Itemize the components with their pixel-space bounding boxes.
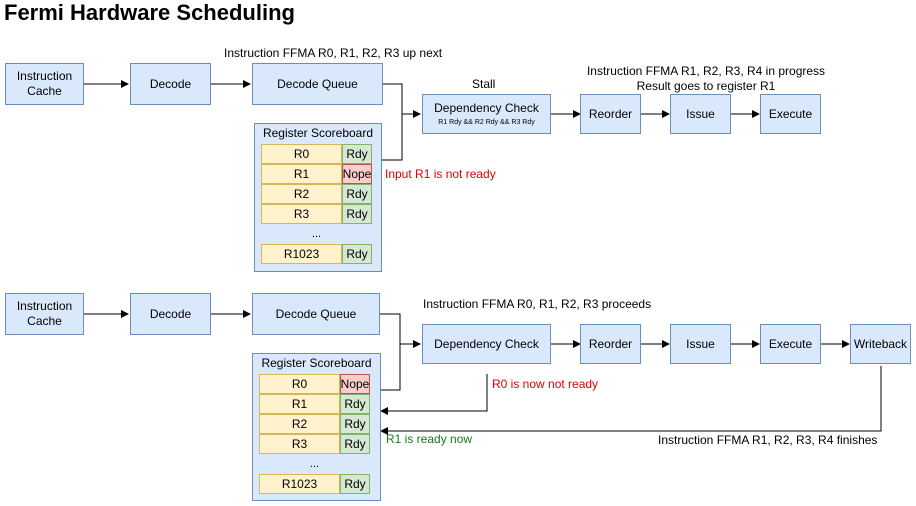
register-cell: R3 bbox=[259, 434, 340, 454]
arrow-queue-to-dependency-top bbox=[383, 83, 421, 118]
decode-label: Decode bbox=[149, 306, 192, 321]
register-status-ready: Rdy bbox=[342, 244, 372, 264]
line-scoreboard-to-dependency-bottom bbox=[381, 344, 401, 391]
execute-box-bottom: Execute bbox=[760, 324, 821, 364]
execute-label: Execute bbox=[768, 336, 813, 351]
issue-label: Issue bbox=[686, 336, 715, 351]
register-status-ready: Rdy bbox=[342, 144, 372, 164]
instruction-cache-box-bottom: Instruction Cache bbox=[5, 293, 84, 335]
register-cell: R0 bbox=[259, 374, 340, 394]
dependency-condition-label: R1 Rdy && R2 Rdy && R3 Rdy bbox=[438, 118, 535, 126]
register-scoreboard-top: Register Scoreboard R0 Rdy R1 Nope R2 Rd… bbox=[254, 123, 382, 272]
register-cell: R1 bbox=[259, 394, 340, 414]
register-status-ready: Rdy bbox=[342, 204, 372, 224]
dependency-check-box-bottom: Dependency Check bbox=[422, 324, 551, 364]
reorder-box-top: Reorder bbox=[580, 94, 641, 134]
decode-box-bottom: Decode bbox=[130, 293, 211, 335]
dependency-check-label: Dependency Check bbox=[434, 336, 539, 351]
writeback-label: Writeback bbox=[853, 336, 908, 351]
register-status-ready: Rdy bbox=[340, 394, 370, 414]
reorder-box-bottom: Reorder bbox=[580, 324, 641, 364]
register-status-ready: Rdy bbox=[342, 184, 372, 204]
decode-queue-label: Decode Queue bbox=[275, 306, 357, 321]
execute-label: Execute bbox=[768, 106, 813, 121]
issue-box-bottom: Issue bbox=[670, 324, 731, 364]
label-proceeds: Instruction FFMA R0, R1, R2, R3 proceeds bbox=[423, 297, 652, 311]
dependency-check-box-top: Dependency Check R1 Rdy && R2 Rdy && R3 … bbox=[422, 94, 551, 134]
arrow-queue-to-dependency-bottom bbox=[380, 313, 421, 348]
label-r0-not-ready: R0 is now not ready bbox=[492, 377, 599, 391]
label-up-next: Instruction FFMA R0, R1, R2, R3 up next bbox=[224, 46, 443, 60]
instruction-cache-label: Instruction Cache bbox=[16, 69, 73, 98]
register-cell: R1 bbox=[261, 164, 342, 184]
label-finishes: Instruction FFMA R1, R2, R3, R4 finishes bbox=[658, 433, 878, 447]
scoreboard-title: Register Scoreboard bbox=[261, 356, 372, 370]
label-stall: Stall bbox=[472, 77, 496, 91]
register-cell: R1023 bbox=[261, 244, 342, 264]
arrow-dependency-to-scoreboard-r0 bbox=[380, 374, 488, 415]
register-status-ready: Rdy bbox=[340, 414, 370, 434]
decode-queue-box-top: Decode Queue bbox=[252, 63, 383, 105]
register-status-nope: Nope bbox=[340, 374, 370, 394]
register-cell: R3 bbox=[261, 204, 342, 224]
register-status-ready: Rdy bbox=[340, 474, 370, 494]
label-input-not-ready: Input R1 is not ready bbox=[385, 167, 496, 181]
issue-label: Issue bbox=[686, 106, 715, 121]
arrow-writeback-to-scoreboard-r1 bbox=[380, 366, 882, 435]
reorder-label: Reorder bbox=[588, 336, 633, 351]
diagram-title: Fermi Hardware Scheduling bbox=[4, 0, 295, 25]
scoreboard-ellipsis: ... bbox=[311, 228, 322, 240]
reorder-label: Reorder bbox=[588, 106, 633, 121]
instruction-cache-box-top: Instruction Cache bbox=[5, 63, 84, 105]
scoreboard-ellipsis: ... bbox=[309, 458, 320, 470]
scoreboard-title: Register Scoreboard bbox=[262, 126, 374, 140]
register-status-nope: Nope bbox=[342, 164, 372, 184]
register-cell: R0 bbox=[261, 144, 342, 164]
line-scoreboard-to-dependency-top bbox=[382, 114, 403, 161]
instruction-cache-label: Instruction Cache bbox=[16, 299, 73, 328]
dependency-check-label: Dependency Check bbox=[434, 100, 539, 115]
register-cell: R2 bbox=[259, 414, 340, 434]
issue-box-top: Issue bbox=[670, 94, 731, 134]
execute-box-top: Execute bbox=[760, 94, 821, 134]
register-cell: R1023 bbox=[259, 474, 340, 494]
label-in-progress: Instruction FFMA R1, R2, R3, R4 in progr… bbox=[586, 64, 826, 94]
label-r1-ready: R1 is ready now bbox=[386, 432, 473, 446]
writeback-box-bottom: Writeback bbox=[850, 324, 911, 364]
decode-box-top: Decode bbox=[130, 63, 211, 105]
decode-queue-label: Decode Queue bbox=[277, 76, 358, 91]
register-status-ready: Rdy bbox=[340, 434, 370, 454]
label-in-progress-line1: Instruction FFMA R1, R2, R3, R4 in progr… bbox=[586, 64, 826, 78]
decode-queue-box-bottom: Decode Queue bbox=[252, 293, 380, 335]
register-scoreboard-bottom: Register Scoreboard R0 Nope R1 Rdy R2 Rd… bbox=[252, 353, 381, 501]
label-in-progress-line2: Result goes to register R1 bbox=[636, 79, 776, 93]
register-cell: R2 bbox=[261, 184, 342, 204]
decode-label: Decode bbox=[149, 76, 192, 91]
